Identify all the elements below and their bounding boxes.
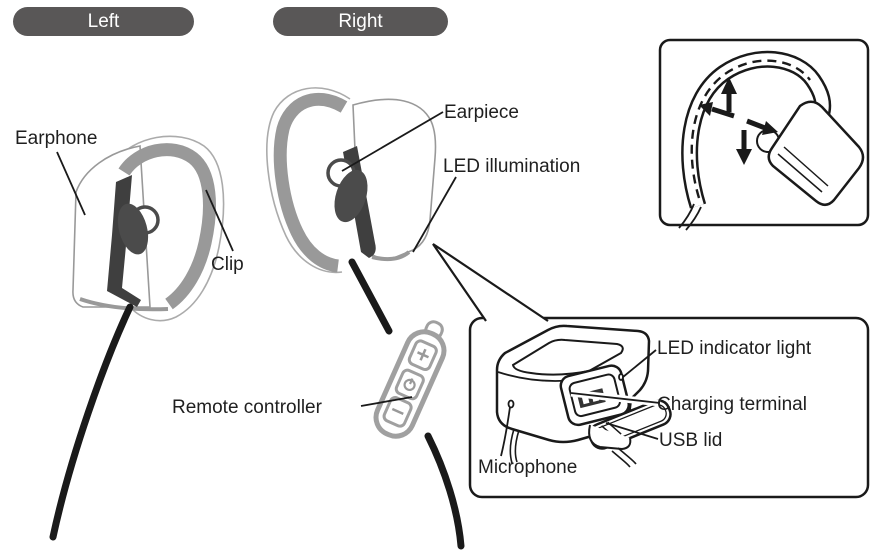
- remote-controller-leader: [360, 396, 413, 407]
- arrow-left-icon: [699, 102, 735, 119]
- left-badge: Left: [13, 7, 194, 36]
- microphone-leader: [500, 406, 511, 457]
- power-button: [394, 368, 425, 401]
- microphone-label: Microphone: [478, 457, 578, 478]
- minus-icon: [391, 407, 404, 415]
- volume-down-button: [382, 396, 413, 428]
- usb-lid-label: USB lid: [659, 430, 723, 451]
- led-illumination-label: LED illumination: [443, 156, 581, 177]
- right-cord-upper: [348, 258, 393, 335]
- hook-ear-pad: [767, 100, 865, 206]
- earphone-leader: [56, 151, 86, 216]
- remote-controller-label: Remote controller: [172, 397, 322, 418]
- right-cord-lower: [424, 432, 465, 550]
- left-earbud: [117, 203, 149, 255]
- right-earbud: [334, 169, 368, 223]
- right-badge: Right: [273, 7, 448, 36]
- plus-icon: [417, 348, 430, 361]
- remote-controller-illustration: [373, 320, 447, 439]
- earpiece-label: Earpiece: [444, 102, 519, 123]
- charging-terminal-label: Charging terminal: [657, 394, 807, 415]
- power-icon: [403, 378, 416, 392]
- left-cord: [49, 303, 134, 541]
- volume-up-button: [407, 339, 438, 372]
- arrow-up-icon: [721, 77, 737, 112]
- usb-lid-leader: [605, 422, 659, 440]
- callout-pointer: [432, 243, 549, 322]
- right-earphone-illustration: [266, 87, 465, 550]
- microphone-hole: [507, 399, 515, 409]
- hook-dashed-line: [690, 59, 811, 199]
- connector-detail-inset: [432, 243, 870, 499]
- earphone-label: Earphone: [15, 128, 98, 149]
- led-illumination-leader: [412, 176, 457, 253]
- clip-label: Clip: [211, 254, 244, 275]
- arrow-right-icon: [746, 118, 778, 135]
- leader-lines: [56, 111, 457, 407]
- left-earphone-illustration: [49, 135, 225, 541]
- arrow-down-icon: [736, 130, 752, 165]
- led-indicator-hole: [618, 373, 624, 381]
- clip-leader: [205, 189, 234, 252]
- hook-adjust-inset: [658, 38, 870, 231]
- led-indicator-light-label: LED indicator light: [657, 338, 812, 359]
- led-indicator-leader: [622, 349, 657, 378]
- earpiece-leader: [341, 111, 444, 172]
- charging-terminal-leader: [570, 392, 661, 404]
